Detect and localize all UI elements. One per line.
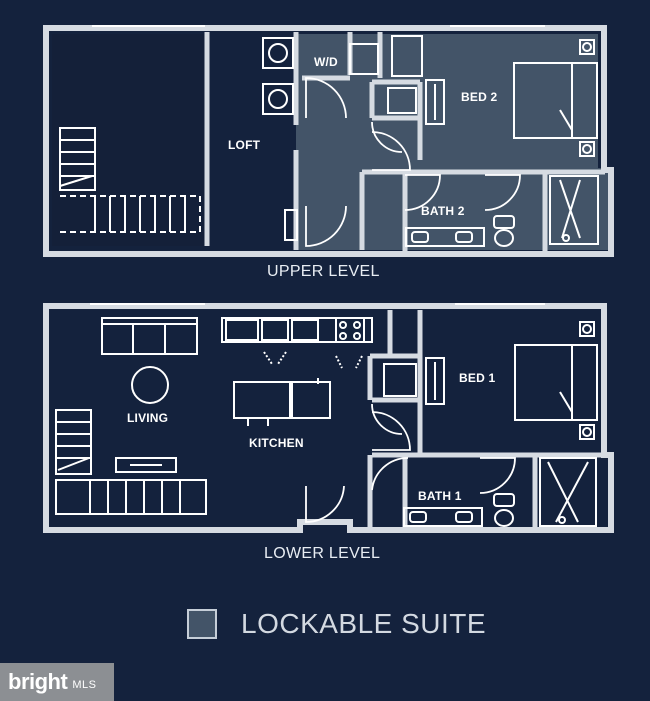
legend: LOCKABLE SUITE (187, 607, 486, 641)
legend-swatch (187, 609, 217, 639)
lower-bath-fixtures (403, 457, 597, 527)
lower-level-caption: LOWER LEVEL (264, 545, 381, 562)
legend-label: LOCKABLE SUITE (241, 608, 487, 639)
lower-level-plan (43, 303, 614, 533)
upper-bath-fixtures (405, 175, 599, 247)
room-label-bath-1: BATH 1 (418, 489, 462, 503)
room-label-living: LIVING (127, 411, 169, 425)
lower-kitchen-island (233, 378, 331, 426)
lower-sofa (101, 317, 198, 355)
upper-loft-fixtures (262, 37, 298, 241)
lower-bed (514, 321, 598, 440)
upper-level-plan (43, 25, 614, 257)
lower-coffee-table (131, 366, 169, 404)
lower-closet (383, 357, 445, 405)
upper-doors (305, 77, 521, 247)
lower-doors (305, 403, 516, 523)
room-label-bed-1: BED 1 (459, 371, 496, 385)
lower-outer-wall (43, 303, 614, 533)
room-label-loft: LOFT (228, 138, 261, 152)
room-label-kitchen: KITCHEN (249, 436, 304, 450)
upper-bed (513, 39, 598, 157)
upper-closet (425, 79, 445, 125)
upper-stairs (59, 127, 201, 233)
room-label-bath-2: BATH 2 (421, 204, 465, 218)
room-label-wd: W/D (314, 55, 338, 69)
bright-mls-watermark: bright MLS (0, 663, 114, 701)
room-label-bed-2: BED 2 (461, 90, 498, 104)
watermark-mls: MLS (72, 679, 97, 691)
lower-stairs (55, 409, 207, 515)
lower-kitchen-counters (221, 317, 373, 369)
upper-washer-dryer (349, 35, 423, 114)
upper-outer-wall (43, 25, 614, 257)
watermark-brand: bright (8, 669, 68, 694)
upper-level-caption: UPPER LEVEL (267, 263, 380, 280)
